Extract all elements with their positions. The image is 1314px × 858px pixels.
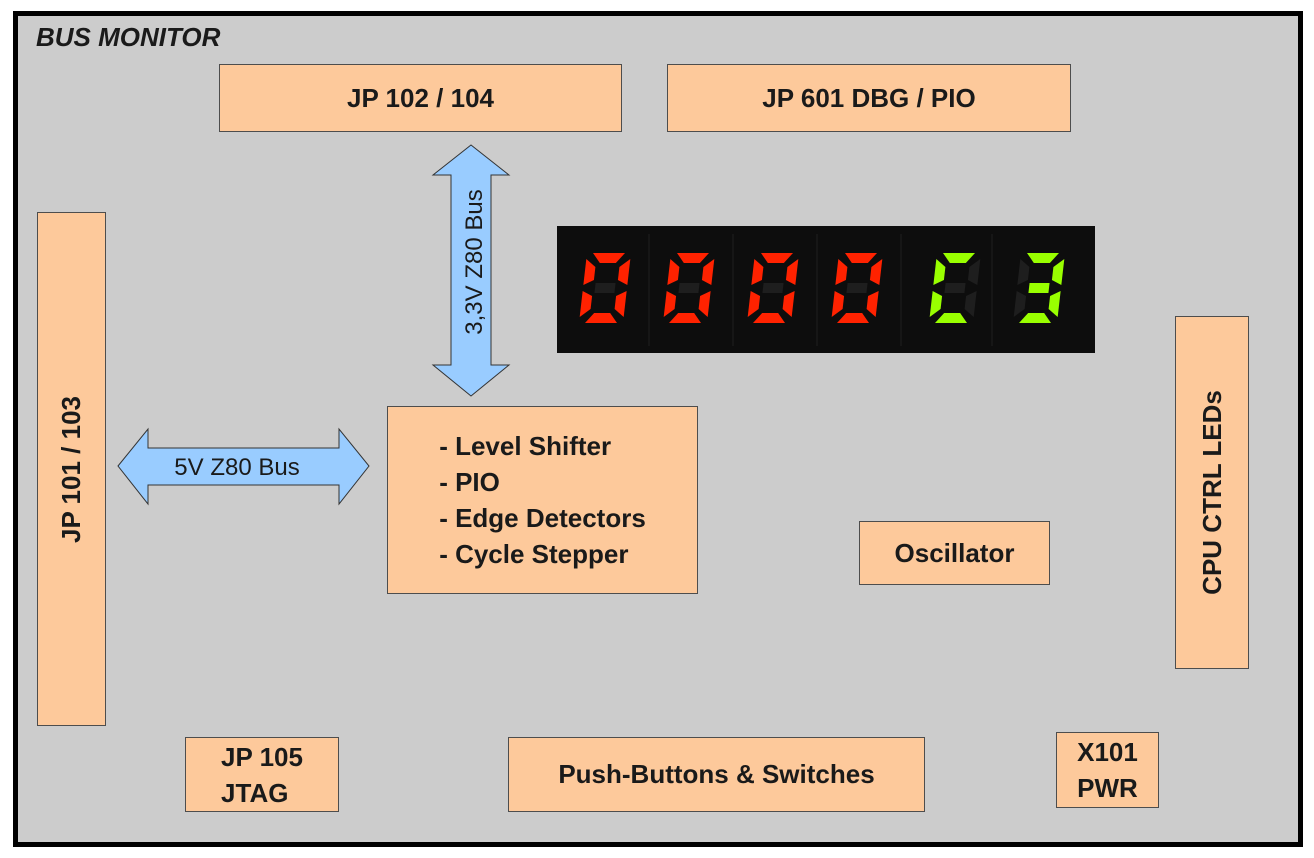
segment-lit: [1019, 313, 1051, 323]
segment-lit: [677, 253, 709, 263]
core-feature-list: - Level Shifter - PIO - Edge Detectors -…: [439, 431, 646, 570]
segment-unlit: [944, 283, 966, 293]
segment-lit: [583, 259, 596, 285]
segment-unlit: [762, 283, 784, 293]
segment-lit: [667, 259, 680, 285]
segment-lit: [1028, 283, 1050, 293]
segment-lit: [782, 291, 795, 317]
segment-lit: [866, 291, 879, 317]
push-buttons-block: Push-Buttons & Switches: [508, 737, 925, 812]
segment-lit: [617, 259, 631, 285]
segment-lit: [1027, 253, 1059, 263]
segment-lit: [837, 313, 869, 323]
vertical-bus-arrow: [431, 144, 511, 397]
segment-unlit: [964, 291, 977, 317]
segment-lit: [845, 253, 877, 263]
display-digit: [929, 253, 981, 323]
push-buttons-label: Push-Buttons & Switches: [558, 759, 875, 789]
jtag-label: JTAG: [221, 777, 289, 808]
segment-lit: [585, 313, 617, 323]
segment-unlit: [1017, 259, 1030, 285]
segment-lit: [701, 259, 715, 285]
feature-level-shifter: - Level Shifter: [439, 430, 612, 461]
display-digit: [831, 253, 883, 323]
segment-lit: [751, 259, 764, 285]
jp105-block: JP 105 JTAG: [185, 737, 339, 812]
segment-unlit: [1013, 291, 1027, 317]
segment-lit: [698, 291, 711, 317]
segment-lit: [1048, 291, 1061, 317]
segment-lit: [747, 291, 761, 317]
horizontal-bus-label: 5V Z80 Bus: [174, 454, 299, 481]
segment-lit: [835, 259, 848, 285]
segment-lit: [869, 259, 883, 285]
segment-lit: [943, 253, 975, 263]
display-digit: [747, 253, 799, 323]
core-logic-block: - Level Shifter - PIO - Edge Detectors -…: [387, 406, 698, 594]
oscillator-label: Oscillator: [894, 537, 1015, 568]
x101-block: X101 PWR: [1056, 732, 1159, 808]
segment-lit: [579, 291, 593, 317]
segment-lit: [669, 313, 701, 323]
x101-label: X101: [1077, 737, 1138, 767]
jp601-block: JP 601 DBG / PIO: [667, 64, 1071, 132]
feature-edge-detectors: - Edge Detectors: [439, 502, 646, 533]
segment-lit: [929, 291, 943, 317]
display-digit: [663, 253, 715, 323]
pwr-label: PWR: [1077, 773, 1138, 803]
horizontal-bus-arrow: [117, 427, 370, 506]
display-digit: [1013, 253, 1065, 323]
segment-unlit: [846, 283, 868, 293]
segment-lit: [1051, 259, 1065, 285]
segment-unlit: [967, 259, 981, 285]
segment-unlit: [678, 283, 700, 293]
segment-lit: [935, 313, 967, 323]
segment-lit: [614, 291, 627, 317]
jp102-104-label: JP 102 / 104: [347, 82, 494, 113]
feature-pio: - PIO: [439, 466, 500, 497]
seven-segment-display: [557, 226, 1095, 353]
jp101-103-block: JP 101 / 103: [37, 212, 106, 726]
jp105-label: JP 105: [221, 741, 303, 772]
segment-lit: [933, 259, 946, 285]
segment-lit: [831, 291, 845, 317]
jp102-104-block: JP 102 / 104: [219, 64, 622, 132]
segment-lit: [593, 253, 625, 263]
vertical-bus-label: 3,3V Z80 Bus: [461, 189, 488, 334]
oscillator-block: Oscillator: [859, 521, 1050, 585]
seven-segment-digits: [579, 234, 1065, 346]
jp601-label: JP 601 DBG / PIO: [762, 82, 976, 113]
segment-lit: [753, 313, 785, 323]
feature-cycle-stepper: - Cycle Stepper: [439, 538, 629, 569]
segment-lit: [761, 253, 793, 263]
segment-lit: [785, 259, 799, 285]
segment-lit: [663, 291, 677, 317]
cpu-ctrl-leds-block: CPU CTRL LEDs: [1175, 316, 1249, 669]
segment-unlit: [594, 283, 616, 293]
display-digit: [579, 253, 631, 323]
diagram-title: BUS MONITOR: [36, 22, 221, 52]
